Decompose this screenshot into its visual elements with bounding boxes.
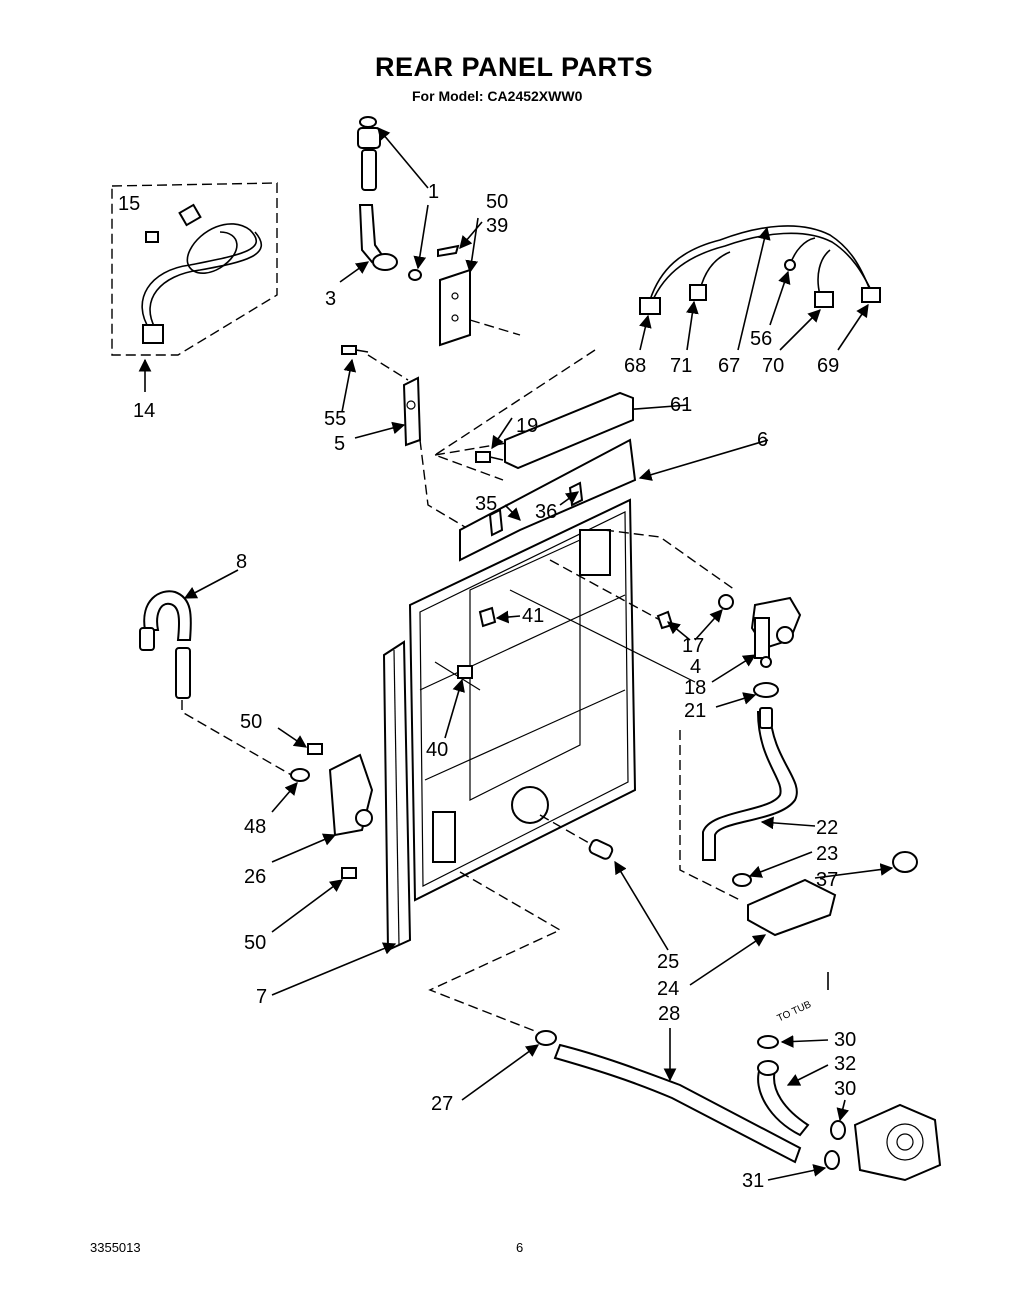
callout-5: 5 [334,433,345,455]
callout-41: 41 [522,605,544,627]
callout-7: 7 [256,986,267,1008]
callout-61: 61 [670,394,692,416]
callout-36: 36 [535,501,557,523]
side-strip-7 [271,640,412,996]
wiring-harness [639,225,881,351]
screw-19-and-61 [433,349,689,481]
callout-67: 67 [718,355,740,377]
callout-50b: 50 [240,711,262,733]
water-valve-assembly [509,529,802,708]
callout-6: 6 [757,429,768,451]
page-title: REAR PANEL PARTS [375,52,654,82]
strain-relief-icon [145,231,159,243]
callout-22: 22 [816,817,838,839]
to-tub-label: TO TUB [776,999,814,1024]
connector-68-icon [639,297,661,315]
callout-27: 27 [431,1093,453,1115]
connector-69-icon [861,287,881,303]
clips-35-36 [488,481,584,537]
callout-28: 28 [658,1003,680,1025]
callout-4: 4 [690,656,701,678]
fitting-26 [271,727,374,933]
callout-23: 23 [816,843,838,865]
callout-25: 25 [657,951,679,973]
callout-31: 31 [742,1170,764,1192]
callout-26: 26 [244,866,266,888]
callout-15: 15 [118,193,140,215]
callout-24: 24 [657,978,679,1000]
callout-30b: 30 [834,1078,856,1100]
cord-end-icon [178,203,202,227]
power-cord-kit [111,182,278,392]
connector-56-icon [784,259,796,271]
bracket-5 [341,345,471,531]
callout-40: 40 [426,739,448,761]
callout-3: 3 [325,288,336,310]
callout-30: 30 [834,1029,856,1051]
drain-hose-28 [428,871,802,1164]
callout-68: 68 [624,355,646,377]
callout-70: 70 [762,355,784,377]
callout-39: 39 [486,215,508,237]
top-fittings [339,116,429,283]
callout-32: 32 [834,1053,856,1075]
callout-69: 69 [817,355,839,377]
bracket-39 [437,217,521,347]
model-subtitle: For Model: CA2452XWW0 [412,88,583,104]
plug-25 [539,814,669,951]
document-number: 3355013 [90,1240,141,1255]
callout-21: 21 [684,700,706,722]
rear-panel-6 [408,391,769,902]
callout-50: 50 [486,191,508,213]
page-number: 6 [516,1240,524,1255]
callout-55: 55 [324,408,346,430]
callout-18: 18 [684,677,706,699]
callout-35: 35 [475,493,497,515]
callout-48: 48 [244,816,266,838]
callout-19: 19 [516,415,538,437]
pump-assembly: TO TUB [757,972,942,1182]
callout-1: 1 [428,181,439,203]
callout-71: 71 [670,355,692,377]
callout-50c: 50 [244,932,266,954]
callout-14: 14 [133,400,155,422]
connector-70-icon [814,291,834,308]
callout-labels: 15 14 1 50 39 3 68 71 67 56 70 69 55 61 … [118,181,856,1192]
callout-17: 17 [682,635,704,657]
cord-plug-icon [142,324,164,344]
parts-40-41 [434,606,521,739]
connector-71-icon [689,284,707,301]
hose-8 [139,569,301,781]
callout-37: 37 [816,869,838,891]
drain-hose-assembly [679,707,918,986]
callout-56: 56 [750,328,772,350]
callout-8: 8 [236,551,247,573]
